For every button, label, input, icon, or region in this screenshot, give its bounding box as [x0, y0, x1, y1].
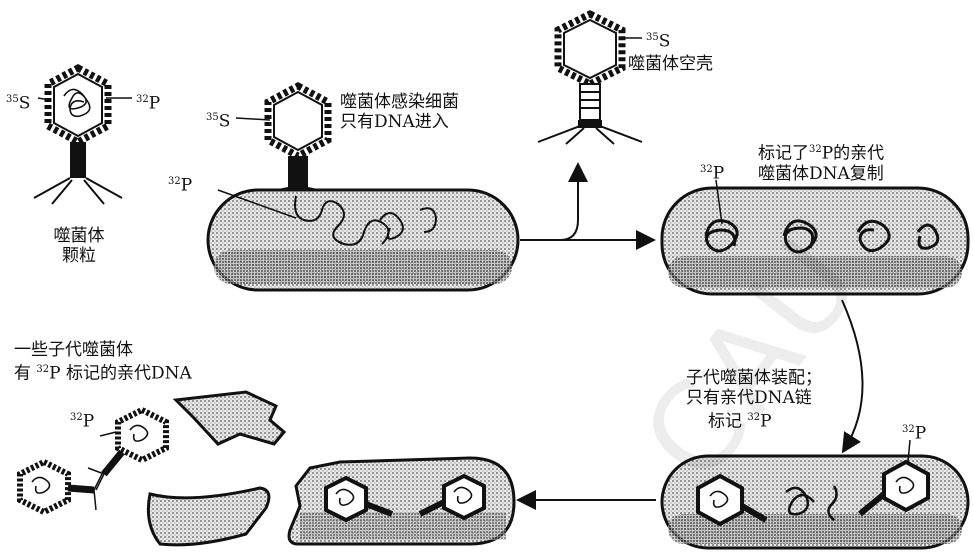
cell-debris: [148, 392, 284, 545]
phage-particle-caption: 噬菌体 颗粒: [44, 226, 114, 266]
phage-particle: [34, 68, 132, 204]
assembly-32p-label: 32P: [902, 420, 926, 444]
bacterium-lysing: [289, 458, 514, 544]
ghost-35s-label: 35S: [646, 28, 670, 52]
phage-32p-label: 32P: [136, 90, 160, 114]
bacterium-infected: [208, 190, 518, 290]
phage-35s-label: 35S: [6, 90, 30, 114]
phage-ghost: [538, 14, 642, 144]
replicate-caption: 标记了32P的亲代 噬菌体DNA复制: [758, 140, 884, 184]
infect-caption: 噬菌体感染细菌 只有DNA进入: [340, 92, 459, 132]
assembly-caption: 子代噬菌体装配； 只有亲代DNA链 标记 32P: [686, 368, 822, 432]
lysis-32p-label: 32P: [70, 408, 94, 432]
ghost-caption: 噬菌体空壳: [628, 54, 713, 74]
progeny-caption: 一些子代噬菌体 有 32P 标记的亲代DNA: [14, 340, 192, 384]
infecting-phage: [236, 86, 346, 196]
infect-35s-label: 35S: [206, 108, 230, 132]
infect-32p-label: 32P: [168, 172, 192, 196]
replicate-32p-label: 32P: [700, 160, 724, 184]
